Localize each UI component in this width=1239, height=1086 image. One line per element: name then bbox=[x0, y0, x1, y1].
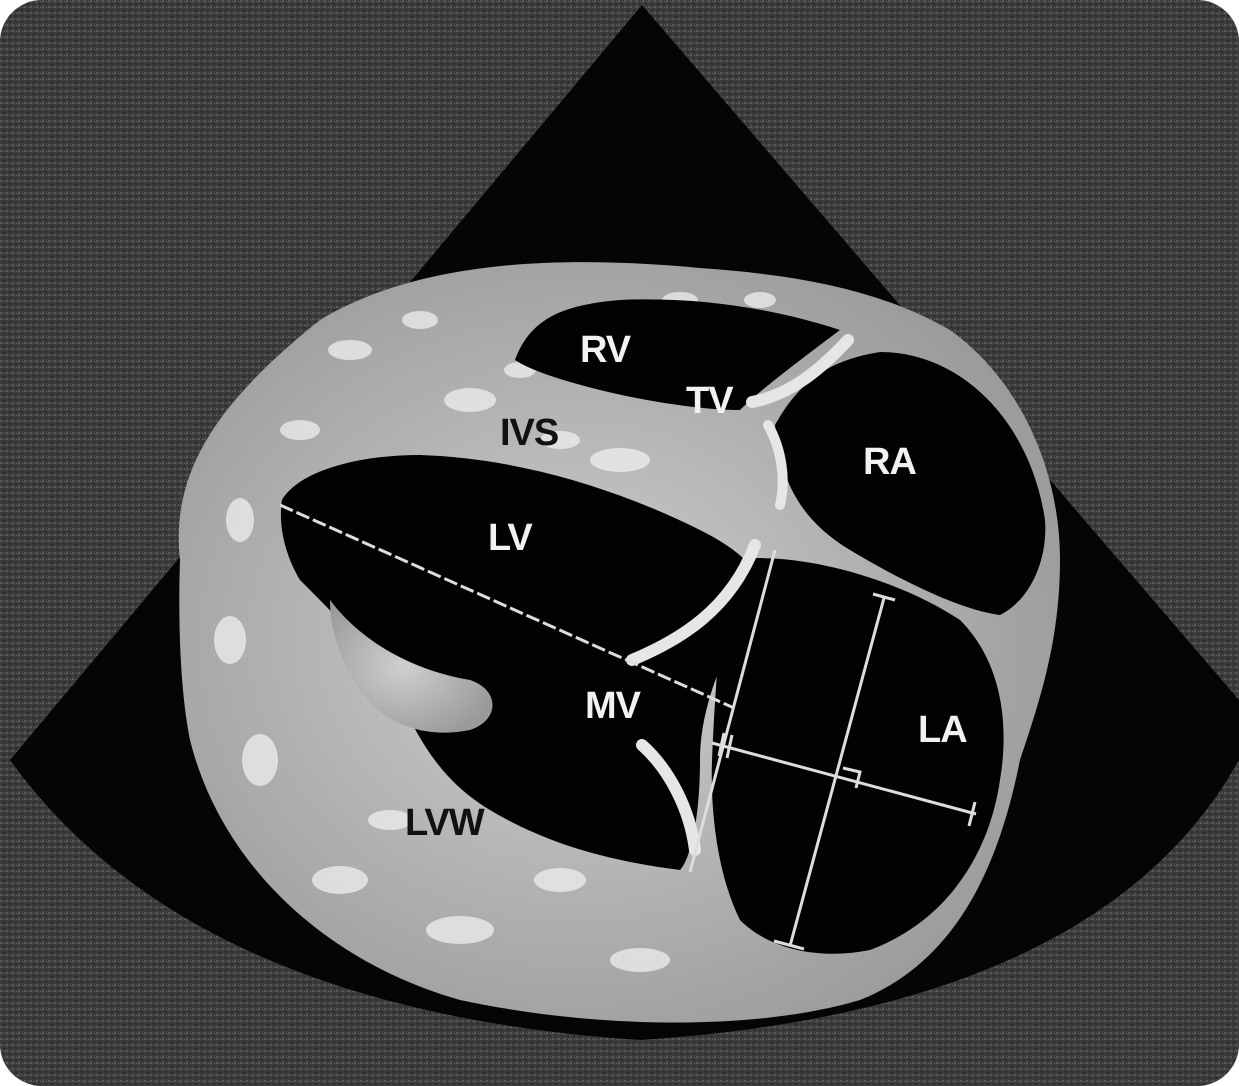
label-tv: TV bbox=[686, 380, 734, 422]
label-rv: RV bbox=[580, 329, 632, 371]
label-lv: LV bbox=[488, 517, 533, 559]
label-lvw: LVW bbox=[405, 802, 485, 844]
label-ra: RA bbox=[863, 441, 916, 483]
label-ivs: IVS bbox=[500, 412, 558, 454]
label-la: LA bbox=[918, 709, 967, 751]
label-mv: MV bbox=[585, 685, 642, 727]
